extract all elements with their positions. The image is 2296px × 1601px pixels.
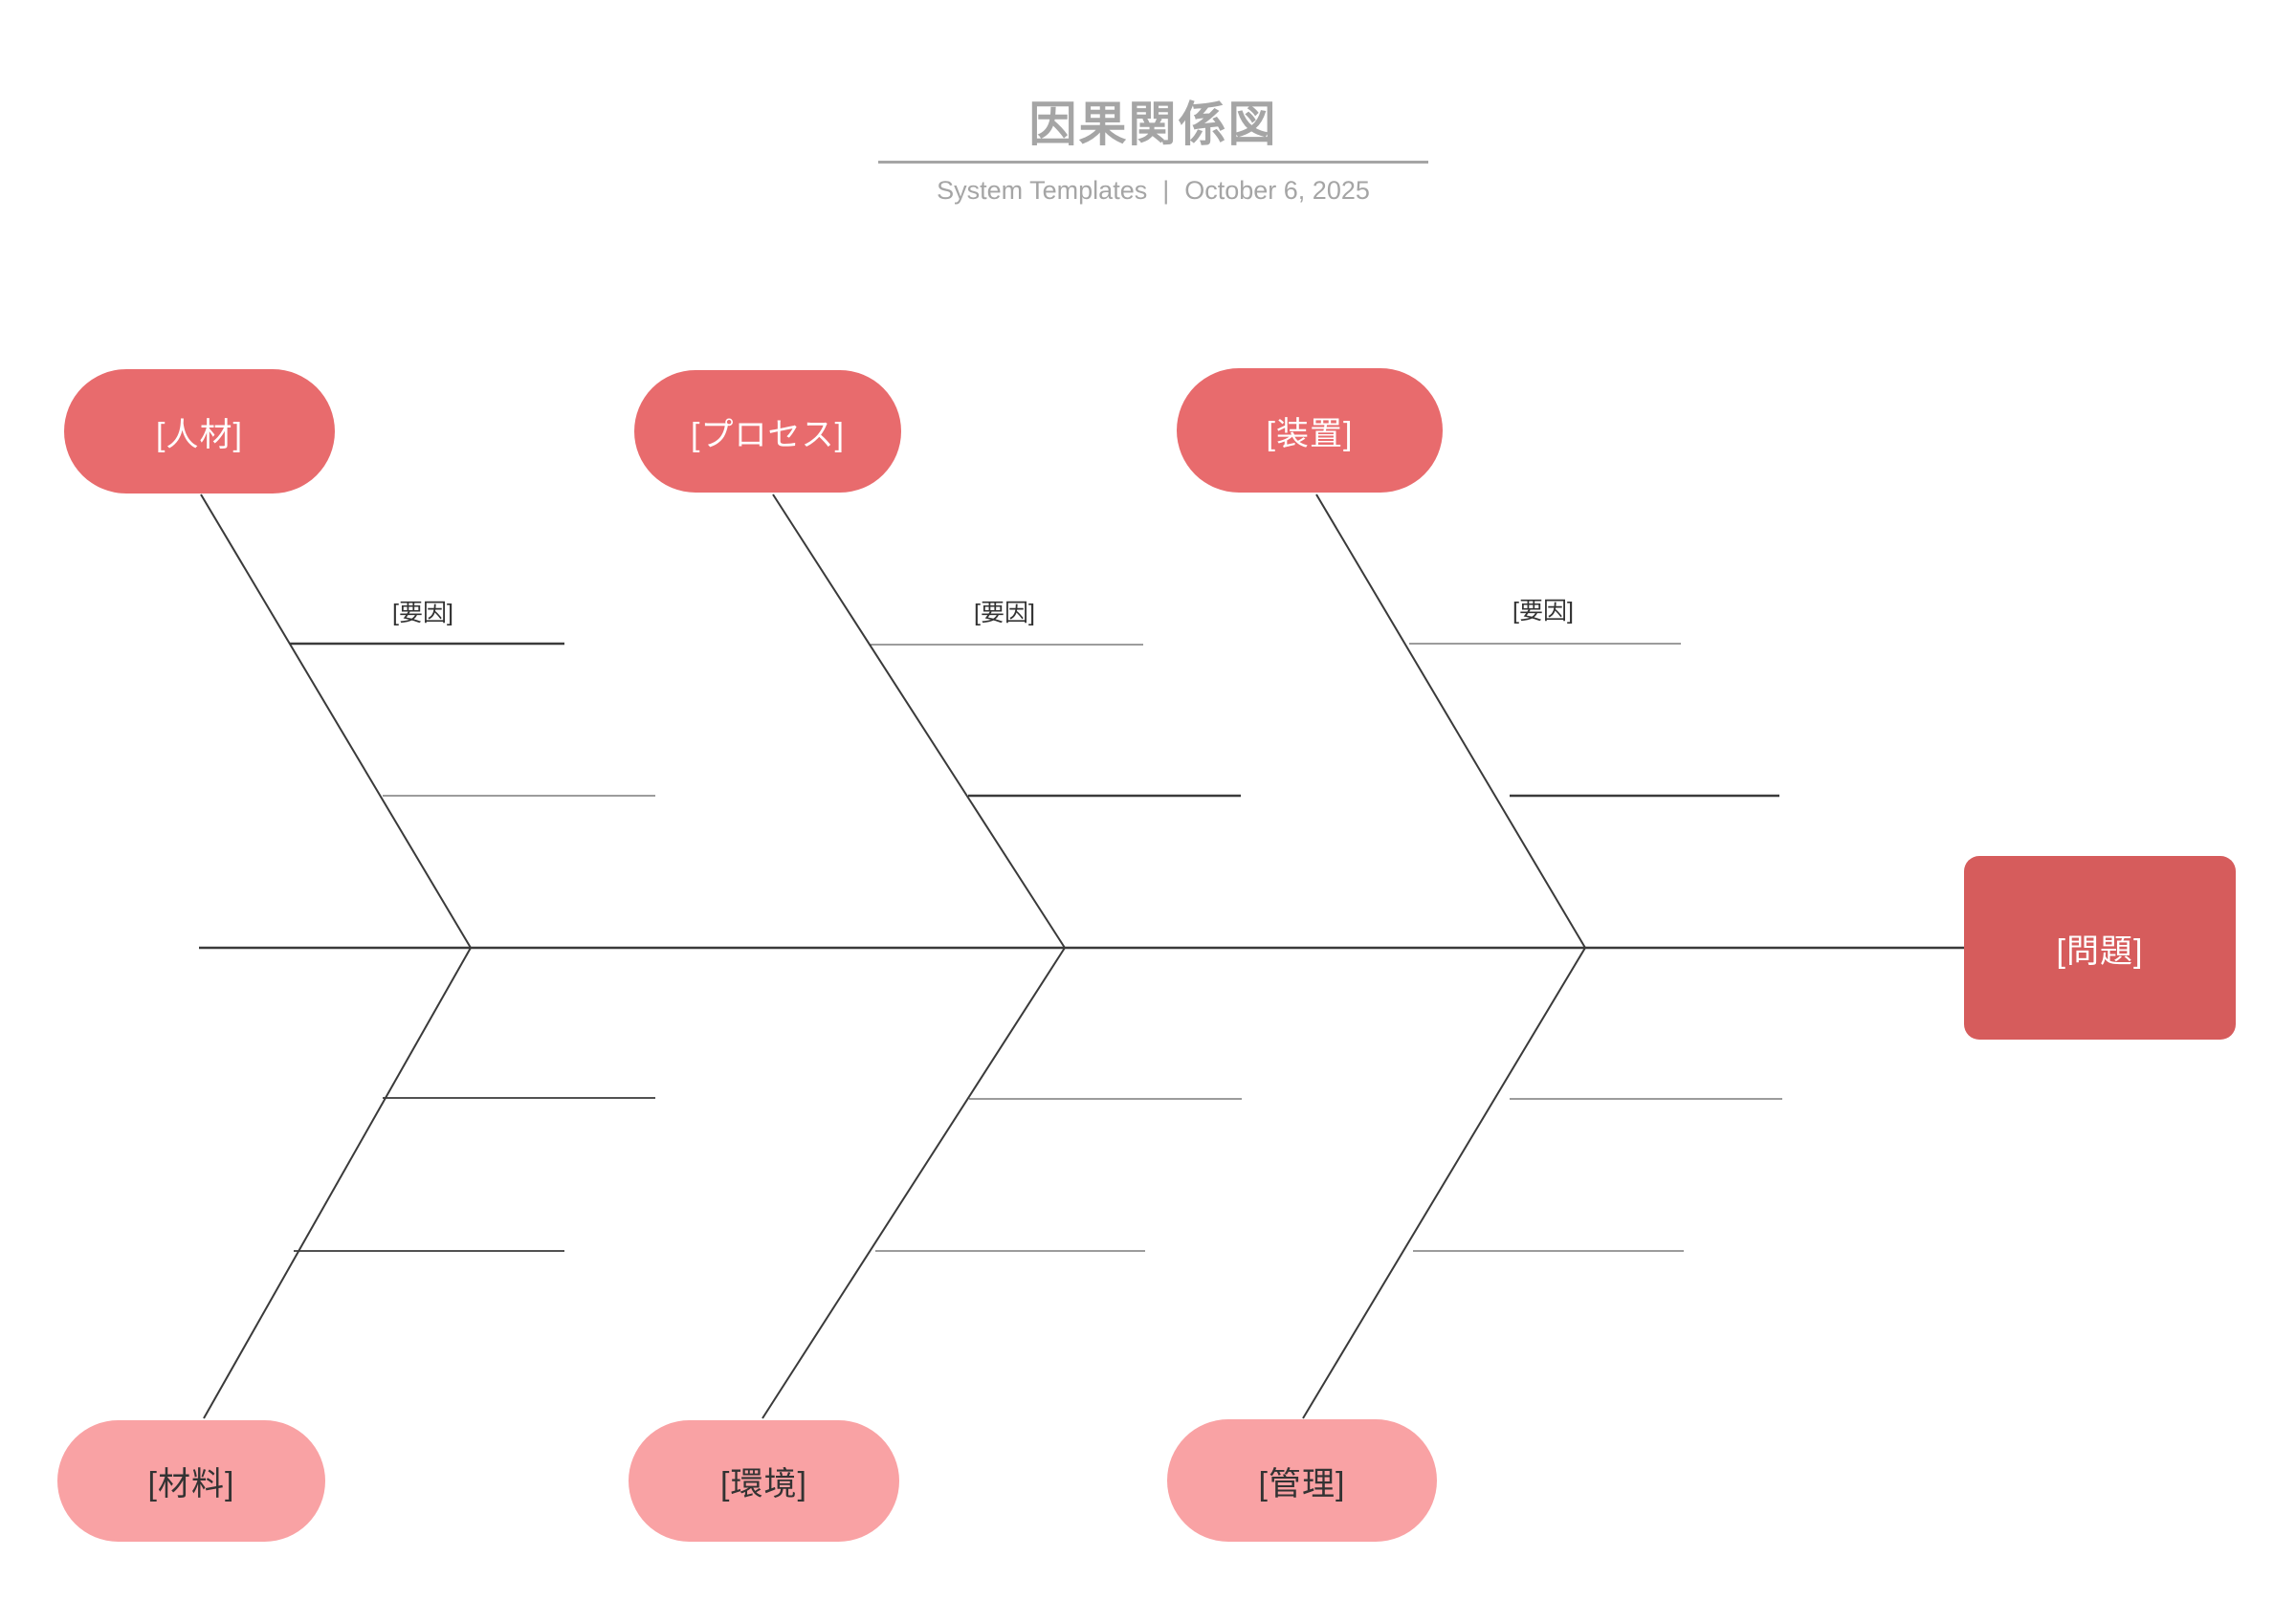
category-pill-management[interactable]: [管理]: [1167, 1419, 1437, 1542]
bone-materials: [203, 947, 472, 1419]
bone-personnel: [200, 493, 472, 949]
category-pill-personnel[interactable]: [人材]: [64, 369, 335, 493]
subtitle-author: System Templates: [937, 176, 1148, 205]
bone-process: [772, 493, 1066, 949]
title-underline: [878, 161, 1428, 164]
page-title: 因果関係図: [1028, 98, 1278, 151]
category-pill-equipment[interactable]: [装置]: [1177, 368, 1443, 493]
category-label-environment: [環境]: [720, 1466, 807, 1502]
bone-environment: [762, 947, 1066, 1419]
subtitle-separator: |: [1162, 176, 1170, 205]
category-label-management: [管理]: [1258, 1465, 1346, 1502]
problem-label: [問題]: [2056, 932, 2144, 970]
factor-label-personnel[interactable]: [要因]: [392, 600, 453, 626]
bone-equipment: [1315, 493, 1586, 949]
diagram-header: 因果関係図 System Templates | October 6, 2025: [878, 0, 1428, 230]
subtitle-date: October 6, 2025: [1184, 176, 1370, 205]
diagram-subtitle: System Templates | October 6, 2025: [878, 176, 1428, 206]
factor-label-equipment[interactable]: [要因]: [1512, 598, 1574, 625]
category-pill-materials[interactable]: [材料]: [57, 1420, 325, 1542]
category-pill-environment[interactable]: [環境]: [629, 1420, 899, 1542]
category-label-equipment: [装置]: [1266, 415, 1354, 452]
problem-box[interactable]: [問題]: [1964, 856, 2236, 1040]
category-label-materials: [材料]: [147, 1466, 235, 1502]
bone-management: [1302, 947, 1586, 1419]
category-pill-process[interactable]: [プロセス]: [634, 370, 901, 493]
factor-label-process[interactable]: [要因]: [974, 600, 1035, 626]
category-label-personnel: [人材]: [156, 416, 243, 453]
category-label-process: [プロセス]: [691, 416, 845, 453]
